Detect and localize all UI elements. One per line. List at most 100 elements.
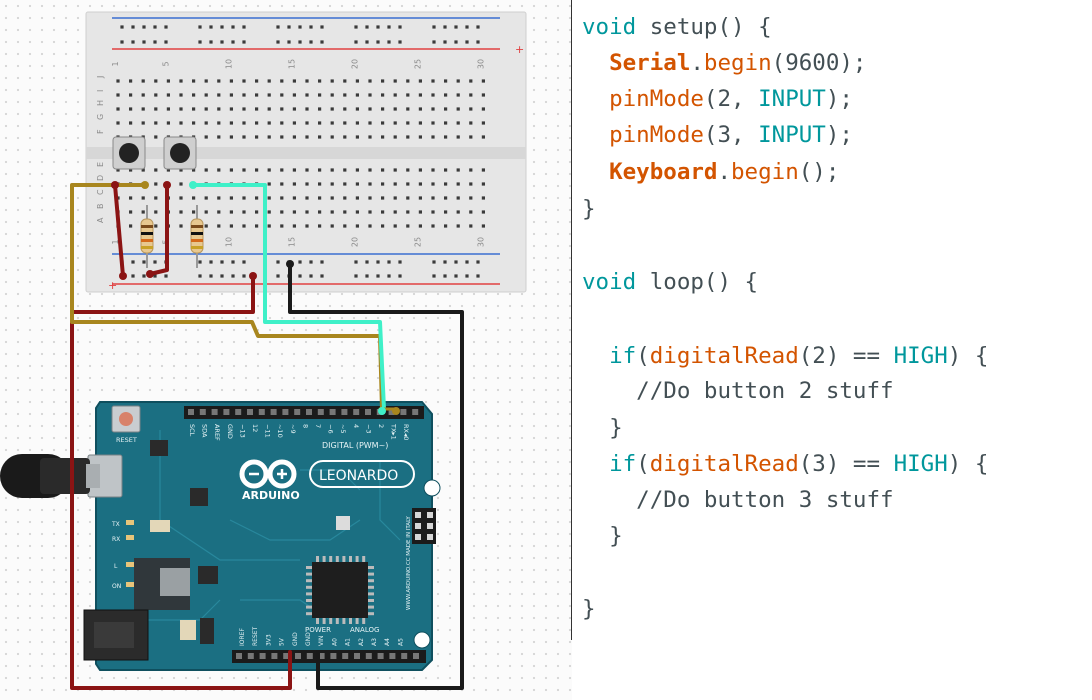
digital-pin-label: ~11 — [264, 424, 272, 438]
capacitor — [150, 520, 170, 532]
digital-label: DIGITAL (PWM~) — [322, 441, 388, 450]
column-number: 15 — [287, 59, 296, 69]
code-token: ); — [825, 86, 853, 112]
code-token: HIGH — [893, 343, 948, 369]
code-line: } — [582, 521, 623, 551]
component-block — [150, 440, 168, 456]
digital-pin-label: ~9 — [289, 424, 297, 434]
wire-endpoints — [111, 181, 400, 415]
code-line: void setup() { — [582, 12, 772, 42]
code-token: (3) == — [798, 451, 894, 477]
breadboard-holes — [116, 25, 485, 278]
code-token — [582, 86, 609, 112]
power-analog-pin-label: A0 — [331, 638, 338, 646]
code-token: begin — [731, 159, 799, 185]
black-wire-gnd — [288, 262, 464, 690]
microcontroller-chip — [312, 562, 368, 618]
code-token: //Do button 2 stuff — [582, 378, 894, 404]
code-token: ( — [636, 343, 650, 369]
code-token — [582, 159, 609, 185]
column-number: 25 — [413, 59, 422, 69]
analog-label: ANALOG — [350, 626, 379, 634]
column-number: 5 — [161, 61, 170, 66]
code-token — [582, 122, 609, 148]
cyan-wire-pin2 — [191, 183, 386, 411]
code-token: } — [582, 196, 596, 222]
resistor-1 — [140, 205, 154, 268]
code-token: pinMode — [609, 122, 704, 148]
rail-plus-bottom: + — [108, 279, 117, 292]
code-token: } — [582, 415, 623, 441]
led-label: RX — [112, 536, 120, 543]
power-analog-pin-label: A3 — [371, 638, 378, 646]
digital-pin-label: 12 — [251, 424, 259, 432]
red-wire-button2-rail — [113, 183, 125, 278]
code-line: } — [582, 194, 596, 224]
digital-pin-label: TX▸1 — [390, 423, 398, 440]
component-block — [190, 488, 208, 506]
maker-name: ARDUINO — [242, 489, 300, 502]
status-leds: TX RX L ON — [111, 520, 134, 590]
row-letter: J — [96, 76, 105, 79]
wires — [70, 183, 464, 690]
power-analog-pin-label: A5 — [397, 638, 404, 646]
code-line: Keyboard.begin(); — [582, 157, 839, 187]
column-number: 10 — [224, 237, 233, 247]
column-number: 25 — [413, 237, 422, 247]
code-token: (); — [798, 159, 840, 185]
code-line: if(digitalRead(2) == HIGH) { — [582, 341, 988, 371]
code-line: //Do button 2 stuff — [582, 376, 894, 406]
code-token: ); — [825, 122, 853, 148]
board-side-text: WWW.ARDUINO.CC MADE IN ITALY — [406, 516, 412, 610]
code-token — [582, 343, 609, 369]
column-number: 20 — [350, 237, 359, 247]
digital-pin-label: 2 — [377, 424, 385, 428]
digital-pin-label: RX◂0 — [402, 424, 410, 440]
code-token: (9600); — [771, 50, 867, 76]
digital-pin-label: 7 — [314, 424, 322, 428]
code-token: digitalRead — [649, 451, 799, 477]
digital-pin-label: 8 — [301, 424, 309, 428]
column-number: 30 — [476, 59, 485, 69]
code-token: ) { — [947, 451, 989, 477]
brand-name: LEONARDO — [319, 468, 398, 484]
code-token: digitalRead — [649, 343, 799, 369]
code-token: loop() { — [636, 269, 759, 295]
digital-header — [184, 406, 424, 419]
row-letter: C — [96, 189, 105, 195]
power-analog-header-pins — [236, 653, 419, 659]
row-letter: E — [96, 162, 105, 167]
power-analog-pin-label: RESET — [252, 626, 259, 646]
power-analog-pin-label: IOREF — [239, 628, 246, 646]
code-token: HIGH — [893, 451, 948, 477]
digital-pin-label: ~10 — [276, 424, 284, 438]
code-line: if(digitalRead(3) == HIGH) { — [582, 449, 988, 479]
code-token: void — [582, 14, 637, 40]
mounting-hole — [423, 479, 441, 497]
digital-pin-label: ~6 — [327, 424, 335, 434]
pushbutton-2 — [112, 136, 146, 170]
red-wire-5v — [70, 274, 292, 690]
digital-pin-label: 4 — [352, 424, 360, 428]
power-analog-pin-label: A4 — [384, 638, 391, 646]
code-line: //Do button 3 stuff — [582, 485, 893, 515]
pane-divider — [571, 0, 572, 640]
digital-pin-label: GND — [226, 424, 234, 439]
code-token: void — [582, 269, 637, 295]
led-label: TX — [111, 521, 120, 528]
code-line: } — [582, 413, 623, 443]
column-number: 15 — [287, 237, 296, 247]
code-token: } — [582, 523, 623, 549]
code-token: setup() { — [636, 14, 772, 40]
code-line: pinMode(2, INPUT); — [582, 84, 853, 114]
code-token: (3, — [703, 122, 759, 148]
code-editor: void setup() { Serial.begin(9600); pinMo… — [582, 8, 1087, 648]
pushbutton-3 — [163, 136, 197, 170]
digital-pin-label: AREF — [213, 424, 221, 441]
power-analog-pin-label: 5V — [279, 637, 286, 646]
code-token — [582, 50, 609, 76]
